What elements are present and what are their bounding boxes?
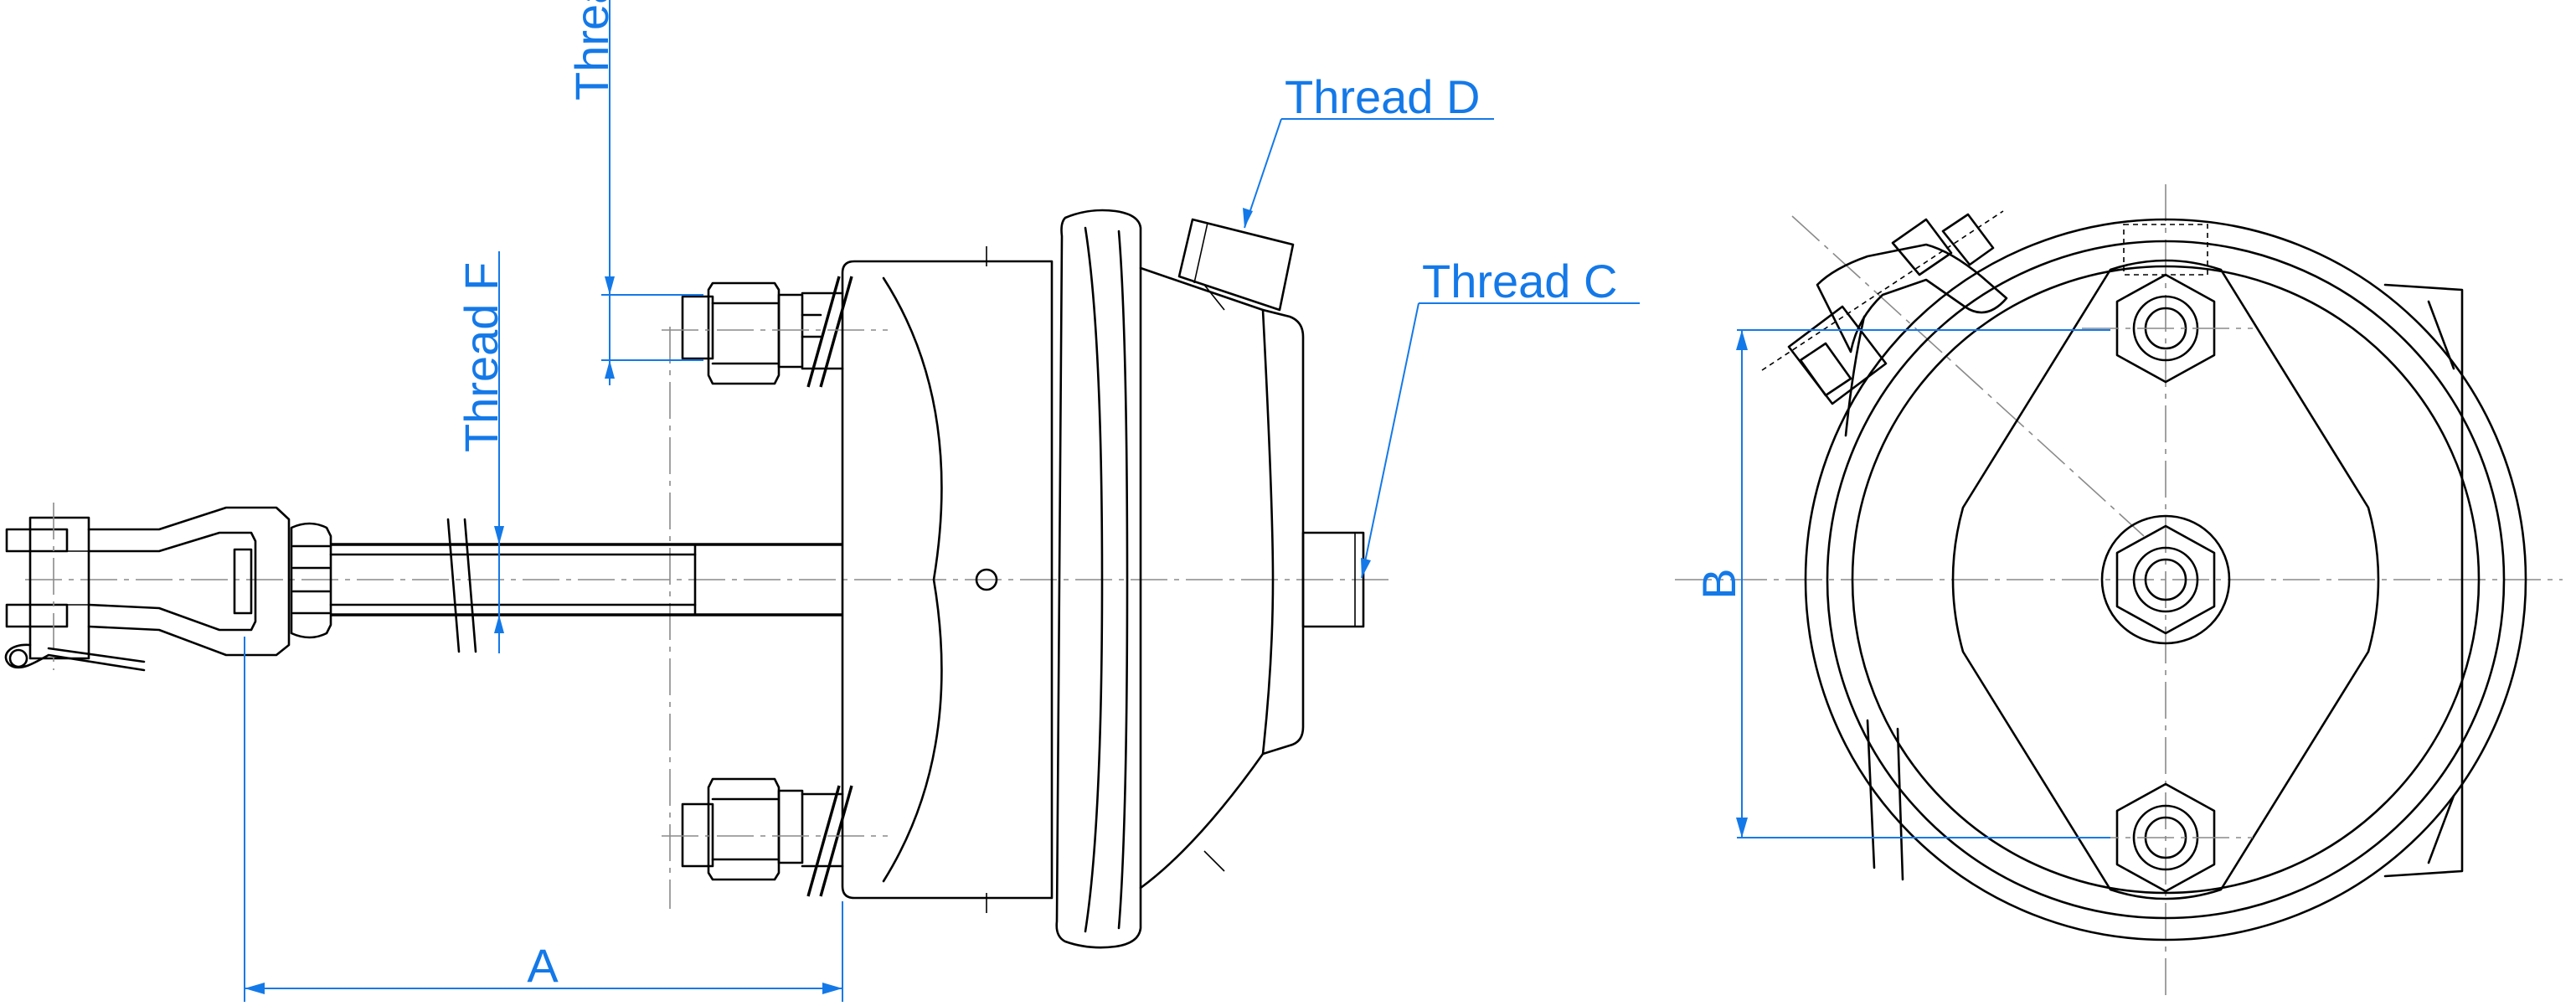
side-view (4, 209, 1390, 949)
housing-body (841, 246, 1054, 913)
push-rod (329, 518, 842, 653)
upper-stud-nut (662, 276, 888, 388)
housing-face (1851, 265, 2481, 895)
dimension-b-label: B (1692, 568, 1745, 599)
dimension-a-label: A (527, 939, 559, 992)
port-c-fitting (1301, 531, 1365, 628)
port-d-fitting (1177, 218, 1295, 312)
front-view (1675, 184, 2563, 997)
thread-e-label: Thread E (565, 0, 618, 101)
clevis-fork (4, 503, 291, 672)
thread-c-label: Thread C (1422, 255, 1617, 307)
pressure-housing (1139, 266, 1305, 890)
dimensions: A B Thread E Thread F Thread D Thread C (244, 0, 2110, 1002)
center-bolt (2100, 514, 2231, 645)
clamp-bolt (1761, 210, 2008, 437)
lower-stud-nut (662, 777, 888, 897)
thread-f-label: Thread F (455, 262, 507, 452)
thread-d-label: Thread D (1285, 70, 1480, 123)
clevis-locknut (290, 522, 332, 639)
mounting-plate (1951, 259, 2380, 900)
outer-ring (1804, 218, 2527, 942)
clamp-ring (1055, 209, 1142, 949)
